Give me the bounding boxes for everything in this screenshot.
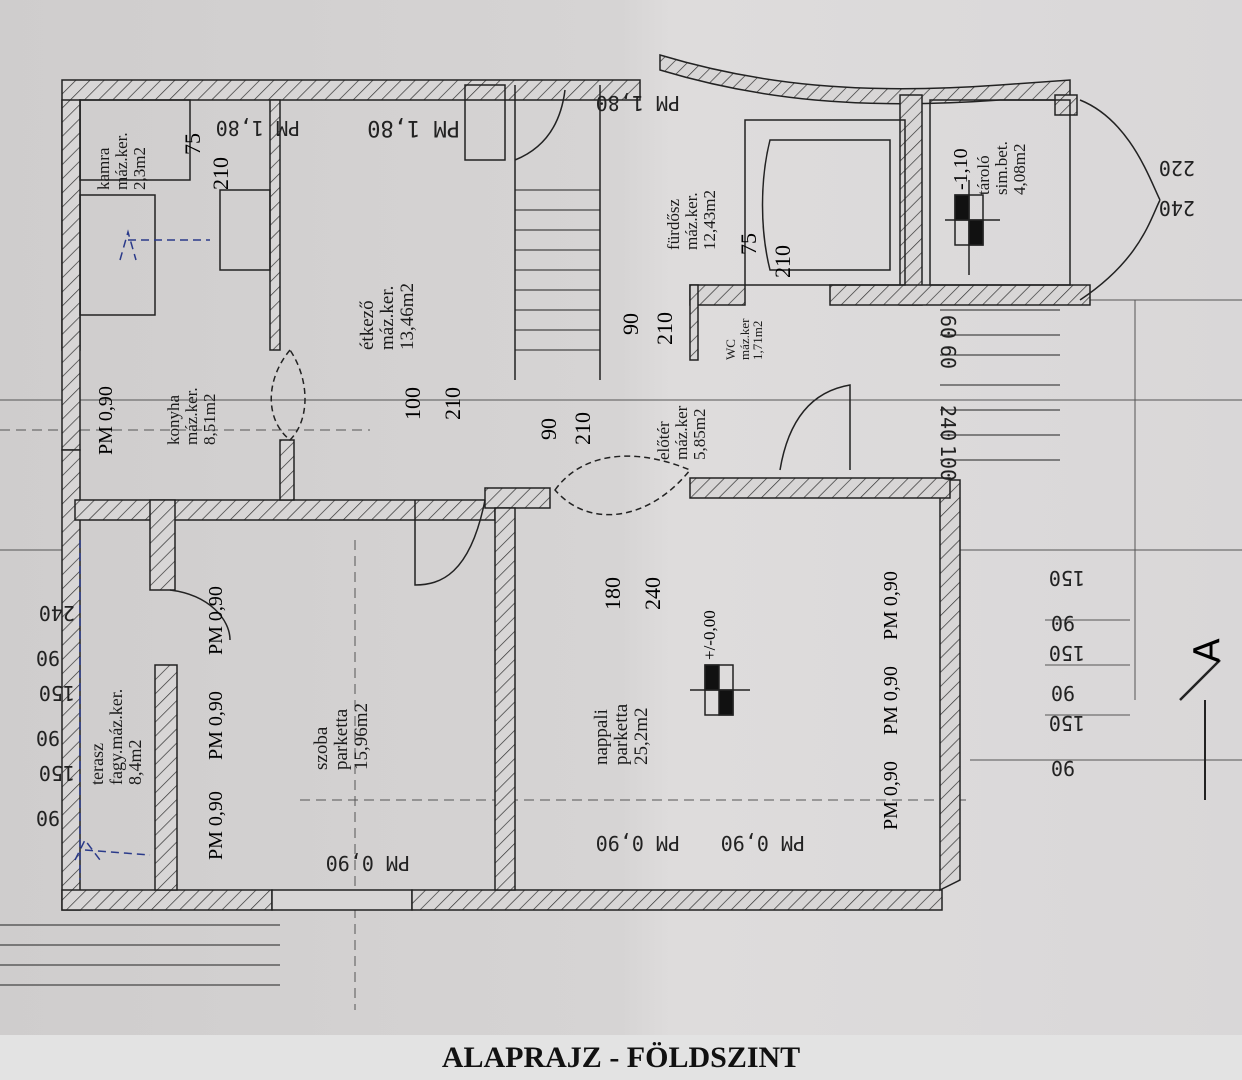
- room-name: előtér: [654, 421, 673, 460]
- dim-right-2: 150: [1048, 641, 1085, 665]
- room-area: 13,46m2: [396, 282, 418, 350]
- room-finish: máz.ker: [736, 318, 752, 360]
- room-finish: máz.ker.: [681, 192, 701, 250]
- room-label-szoba: szoba parketta 15,96m2: [311, 702, 372, 770]
- window-label: PM 0,90: [205, 586, 227, 655]
- window-label: PM 0,90: [95, 386, 117, 455]
- dim-right-1: 90: [1050, 611, 1075, 635]
- window-label: PM 0,90: [205, 691, 227, 760]
- room-area: 1,71m2: [750, 320, 766, 360]
- room-finish: máz.ker.: [181, 387, 201, 445]
- room-finish: parketta: [610, 703, 632, 765]
- window-label: PM 0,90: [595, 831, 680, 855]
- room-area: 8,4m2: [124, 739, 145, 785]
- dim-right-3: 90: [1050, 681, 1075, 705]
- dim-stairs-1: 60: [936, 345, 960, 370]
- dim-door-6: 180: [600, 577, 625, 610]
- room-area: 15,96m2: [350, 702, 372, 770]
- window-label: PM 0,90: [880, 666, 902, 735]
- dim-door-5: 210: [570, 412, 595, 445]
- room-name: fürdősz: [664, 199, 683, 250]
- room-area: 8,51m2: [199, 393, 219, 445]
- dim-door-4: 90: [536, 418, 561, 440]
- dim-door-2: 100: [400, 387, 425, 420]
- room-area: 5,85m2: [689, 408, 709, 460]
- dim-left-0: 240: [38, 601, 75, 625]
- dim-right-0: 150: [1048, 566, 1085, 590]
- dim-door-11: 210: [652, 312, 677, 345]
- room-label-konyha: konyha máz.ker. 8,51m2: [164, 387, 219, 445]
- floor-plan: kamra máz.ker. 2,3m2 konyha máz.ker. 8,5…: [0, 0, 1242, 1035]
- dim-stairs-2: 240: [936, 405, 960, 442]
- room-name: WC: [723, 339, 738, 360]
- dim-door-0: 75: [180, 133, 205, 155]
- section-marker: A: [1186, 638, 1228, 663]
- window-label: PM 0,90: [720, 831, 805, 855]
- room-label-wc: WC máz.ker 1,71m2: [723, 318, 766, 360]
- room-name: kamra: [94, 147, 113, 190]
- floor-plan-drawing: [0, 53, 1242, 1010]
- room-label-etkezo: étkező máz.ker. 13,46m2: [357, 282, 418, 350]
- dim-top-right-0: 220: [1158, 156, 1195, 180]
- dim-right-5: 90: [1050, 756, 1075, 780]
- dim-door-3: 210: [440, 387, 465, 420]
- dim-door-7: 240: [640, 577, 665, 610]
- plan-caption: ALAPRAJZ - FÖLDSZINT: [0, 1035, 1242, 1080]
- level-nappali: +/-0,00: [700, 610, 719, 660]
- room-name: étkező: [357, 300, 378, 350]
- room-name: tároló: [974, 155, 993, 195]
- window-label: PM 0,90: [325, 851, 410, 875]
- dim-left-3: 90: [35, 726, 60, 750]
- window-label: PM 1,80: [595, 91, 680, 115]
- dim-left-5: 90: [35, 806, 60, 830]
- room-label-nappali: nappali parketta 25,2m2: [591, 703, 652, 765]
- dim-door-8: 75: [736, 233, 761, 255]
- dim-left-1: 90: [35, 646, 60, 670]
- room-label-furdo: fürdősz máz.ker. 12,43m2: [664, 190, 719, 250]
- room-area: 25,2m2: [630, 707, 652, 765]
- room-label-eloter: előtér máz.ker 5,85m2: [654, 405, 709, 460]
- room-name: szoba: [311, 726, 332, 770]
- room-name: nappali: [591, 709, 612, 765]
- dim-door-10: 90: [618, 313, 643, 335]
- window-label: PM 1,80: [367, 115, 460, 140]
- window-label: PM 0,90: [205, 791, 227, 860]
- room-finish: sim.bet.: [991, 141, 1011, 195]
- room-area: 4,08m2: [1009, 143, 1029, 195]
- dim-top-right-1: 240: [1158, 196, 1195, 220]
- dim-left-2: 150: [38, 681, 75, 705]
- room-label-tarolo: tároló sim.bet. 4,08m2: [974, 141, 1029, 195]
- dim-stairs-3: 100: [936, 445, 960, 482]
- room-finish: máz.ker: [671, 405, 691, 460]
- dim-door-9: 210: [770, 245, 795, 278]
- window-label: PM 0,90: [880, 761, 902, 830]
- level-tarolo: -1,10: [950, 148, 972, 190]
- room-area: 2,3m2: [129, 147, 149, 190]
- window-label: PM 1,80: [215, 116, 300, 140]
- room-area: 12,43m2: [699, 190, 719, 250]
- room-label-kamra: kamra máz.ker. 2,3m2: [94, 132, 149, 190]
- dim-stairs-0: 60: [936, 315, 960, 340]
- room-finish: parketta: [330, 708, 352, 770]
- room-label-terasz: terasz fagy.máz.ker. 8,4m2: [87, 688, 145, 785]
- dim-right-4: 150: [1048, 711, 1085, 735]
- dim-left-4: 150: [38, 761, 75, 785]
- room-name: konyha: [164, 394, 183, 445]
- room-name: terasz: [87, 743, 107, 785]
- window-label: PM 0,90: [880, 571, 902, 640]
- room-finish: máz.ker.: [376, 285, 398, 350]
- dim-door-1: 210: [208, 157, 233, 190]
- room-finish: fagy.máz.ker.: [105, 688, 126, 785]
- room-finish: máz.ker.: [111, 132, 131, 190]
- level-marker-icon: [690, 180, 1000, 716]
